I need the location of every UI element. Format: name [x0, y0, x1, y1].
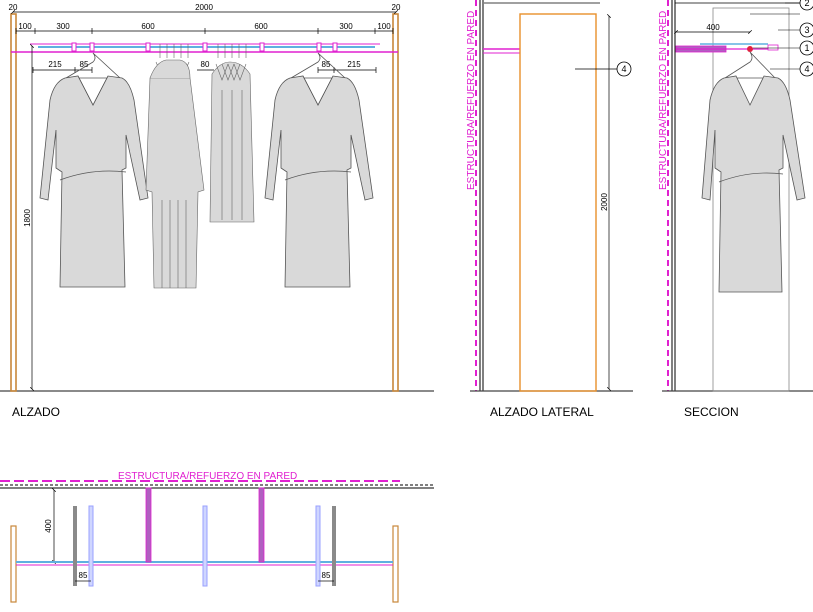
- callout-4-number: 4: [804, 64, 809, 74]
- dim-300-right: 300: [339, 22, 353, 31]
- shirts-group: [145, 44, 205, 289]
- callout-4: [799, 61, 813, 77]
- side-wall-note: ESTRUCTURA/REFUERZO EN PARED: [466, 11, 477, 190]
- side-elevation-view: ESTRUCTURA/REFUERZO EN PARED 4 2000 ALZA…: [466, 0, 633, 419]
- plan-left-post: [10, 525, 17, 603]
- dim-600-right: 600: [254, 22, 268, 31]
- callout-3-number: 3: [804, 25, 809, 35]
- section-frame: [712, 7, 790, 392]
- dim-height-1800: 1800: [23, 209, 32, 227]
- front-elevation-view: 2000 20 20 100 300 600 600 300 100 215 8…: [0, 3, 434, 419]
- dim-right-post: 20: [392, 3, 401, 12]
- callout-4-side: [616, 61, 632, 77]
- plan-arms: [88, 505, 321, 587]
- plan-grey-post-right: [332, 506, 336, 586]
- rail-clips: [71, 42, 338, 52]
- plan-view: ESTRUCTURA/REFUERZO EN PARED 400 85 85: [0, 471, 434, 603]
- dim-600-left: 600: [141, 22, 155, 31]
- callout-1-number: 1: [804, 43, 809, 53]
- dim-left-post: 20: [9, 3, 18, 12]
- coat-section: [701, 51, 806, 293]
- dim-300-left: 300: [56, 22, 70, 31]
- side-elevation-title: ALZADO LATERAL: [490, 405, 594, 419]
- right-post: [392, 13, 399, 392]
- coat-right: [264, 52, 374, 288]
- callout-4-side-number: 4: [621, 64, 626, 74]
- dim-85-left: 85: [80, 60, 89, 69]
- plan-right-post: [392, 525, 399, 603]
- dim-215-left: 215: [48, 60, 62, 69]
- dresses-group: [209, 44, 255, 223]
- section-view: ESTRUCTURA/REFUERZO EN PARED 400 2 3 1 4: [658, 0, 813, 419]
- coat-left: [39, 52, 149, 288]
- section-wall-note: ESTRUCTURA/REFUERZO EN PARED: [658, 11, 669, 190]
- plan-grey-post-left: [73, 506, 77, 586]
- dim-215-right: 215: [347, 60, 361, 69]
- callout-2: [799, 0, 813, 11]
- side-panel: [519, 13, 597, 392]
- plan-dim-85-right: 85: [322, 571, 331, 580]
- callout-2-number: 2: [804, 0, 809, 8]
- dim-100-right: 100: [377, 22, 391, 31]
- plan-dim-400: 400: [44, 519, 53, 533]
- left-post: [10, 13, 17, 392]
- callout-1: [799, 40, 813, 56]
- plan-dim-85-left: 85: [79, 571, 88, 580]
- dim-depth-400: 400: [706, 23, 720, 32]
- dim-80-center: 80: [201, 60, 210, 69]
- callout-3: [799, 22, 813, 38]
- plan-bracket-1: [145, 487, 152, 563]
- plan-wall-note: ESTRUCTURA/REFUERZO EN PARED: [118, 471, 297, 482]
- dim-100-left: 100: [18, 22, 32, 31]
- dim-85-right: 85: [322, 60, 331, 69]
- section-title: SECCION: [684, 405, 739, 419]
- plan-bracket-2: [258, 487, 265, 563]
- dim-height-2000: 2000: [600, 193, 609, 211]
- dim-total-width: 2000: [195, 3, 213, 12]
- front-elevation-title: ALZADO: [12, 405, 60, 419]
- rail-section-dot: [747, 46, 753, 52]
